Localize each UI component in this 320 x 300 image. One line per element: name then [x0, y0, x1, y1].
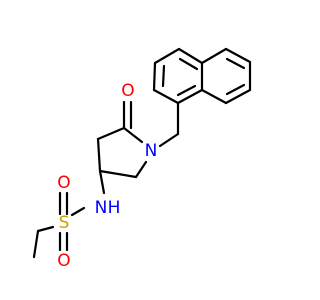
bond	[70, 206, 86, 217]
bond	[200, 47, 228, 65]
molecule-structure: O N N H S O O	[32, 47, 252, 271]
bond	[134, 160, 148, 179]
sulfonyl-oxygen-top-label: O	[57, 173, 70, 193]
amide-nitrogen-label: N	[95, 198, 108, 218]
amide-hydrogen-label: H	[108, 198, 121, 218]
bond	[152, 88, 180, 105]
bond	[178, 57, 199, 71]
bond	[224, 47, 252, 64]
bond	[98, 169, 138, 179]
bond	[96, 126, 126, 141]
bond	[152, 61, 157, 92]
bond	[98, 169, 106, 195]
bond	[158, 132, 180, 148]
carbonyl-oxygen-label: O	[121, 81, 134, 101]
molecule-canvas: O N N H S O O	[32, 47, 252, 271]
bond	[177, 47, 204, 65]
naphthalene-ring	[152, 47, 252, 105]
bond	[96, 137, 102, 173]
ring-nitrogen-label: N	[145, 141, 158, 161]
bond	[176, 88, 204, 105]
bond	[32, 229, 40, 259]
bond	[122, 126, 144, 144]
bond	[200, 88, 228, 105]
bond	[36, 225, 55, 233]
bond	[161, 64, 166, 88]
bond	[176, 84, 197, 97]
sulfonyl-oxygen-bottom-label: O	[57, 251, 70, 271]
sulfur-label: S	[59, 213, 70, 233]
bond	[225, 57, 246, 70]
bond	[225, 83, 246, 96]
pyrrolidinone-ring	[96, 126, 148, 179]
bond	[153, 47, 181, 65]
bond	[224, 88, 252, 105]
